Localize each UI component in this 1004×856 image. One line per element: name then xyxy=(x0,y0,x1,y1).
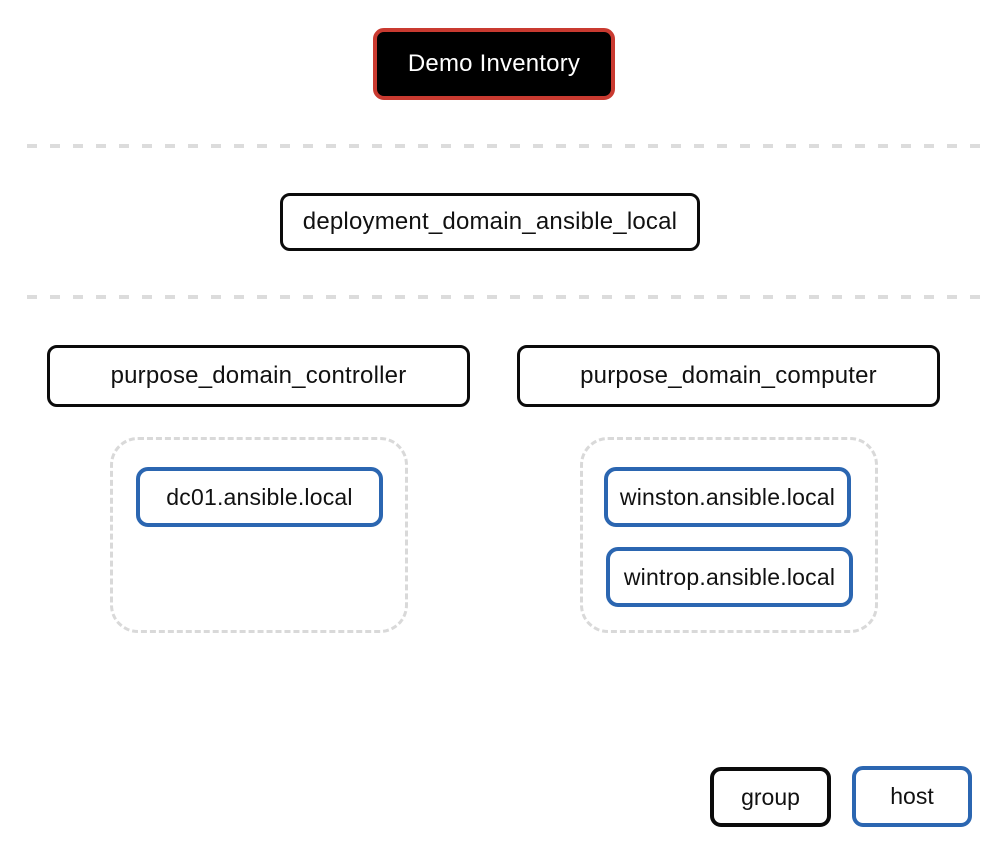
host-node-dc01: dc01.ansible.local xyxy=(136,467,383,527)
legend-group-key: group xyxy=(710,767,831,827)
group-members-container-controller: dc01.ansible.local xyxy=(110,437,408,633)
legend-host-key: host xyxy=(852,766,972,827)
level-divider-bottom xyxy=(27,295,980,299)
group-node-deployment-domain-ansible-local: deployment_domain_ansible_local xyxy=(280,193,700,251)
group-members-container-computer: winston.ansible.local wintrop.ansible.lo… xyxy=(580,437,878,633)
inventory-root-node: Demo Inventory xyxy=(373,28,615,100)
level-divider-top xyxy=(27,144,980,148)
group-node-purpose-domain-controller: purpose_domain_controller xyxy=(47,345,470,407)
host-node-wintrop: wintrop.ansible.local xyxy=(606,547,853,607)
host-node-winston: winston.ansible.local xyxy=(604,467,851,527)
group-node-purpose-domain-computer: purpose_domain_computer xyxy=(517,345,940,407)
